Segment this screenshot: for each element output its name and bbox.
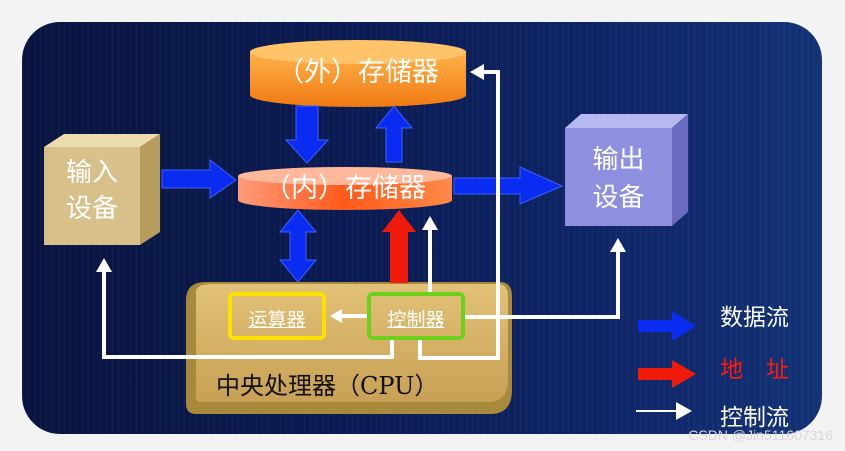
legend-arrows <box>636 311 696 420</box>
external-memory-label: （外）存储器 <box>277 57 439 88</box>
internal-memory-label: （内）存储器 <box>264 173 426 204</box>
watermark-text: CSDN @Jin511607316 <box>688 427 833 443</box>
arrow-input-to-memory <box>161 158 237 199</box>
output-device-box <box>565 114 688 226</box>
legend-address-label: 地 址 <box>720 357 789 383</box>
control-unit-box <box>367 292 465 340</box>
legend-control-arrow <box>636 402 692 420</box>
input-device-box <box>44 134 160 245</box>
cpu-panel <box>186 282 512 414</box>
address-arrow <box>382 210 416 283</box>
control-unit-label: 控制器 <box>387 309 445 331</box>
arrow-memory-to-output <box>453 166 564 205</box>
internal-memory-cylinder <box>238 167 452 210</box>
control-flow-lines <box>102 70 620 360</box>
alu-box <box>228 292 326 340</box>
control-arrowheads <box>96 64 626 323</box>
external-memory-cylinder <box>250 40 466 107</box>
input-device-label-line2: 设备 <box>65 194 118 224</box>
legend-address-arrow <box>638 360 696 388</box>
output-device-label-line1: 输出 <box>592 145 645 175</box>
output-device-label-line2: 设备 <box>592 183 645 213</box>
legend-data-flow-label: 数据流 <box>720 305 789 331</box>
cpu-label: 中央处理器（CPU） <box>216 372 439 400</box>
arrow-memory-alu <box>278 209 318 283</box>
input-device-label-line1: 输入 <box>65 158 118 188</box>
arrow-int-to-ext <box>374 105 414 163</box>
legend-data-arrow <box>638 311 696 341</box>
legend-control-flow-label: 控制流 <box>720 405 789 431</box>
alu-label: 运算器 <box>248 309 306 331</box>
arrow-ext-to-int <box>284 105 330 164</box>
data-flow-arrows <box>161 105 564 283</box>
